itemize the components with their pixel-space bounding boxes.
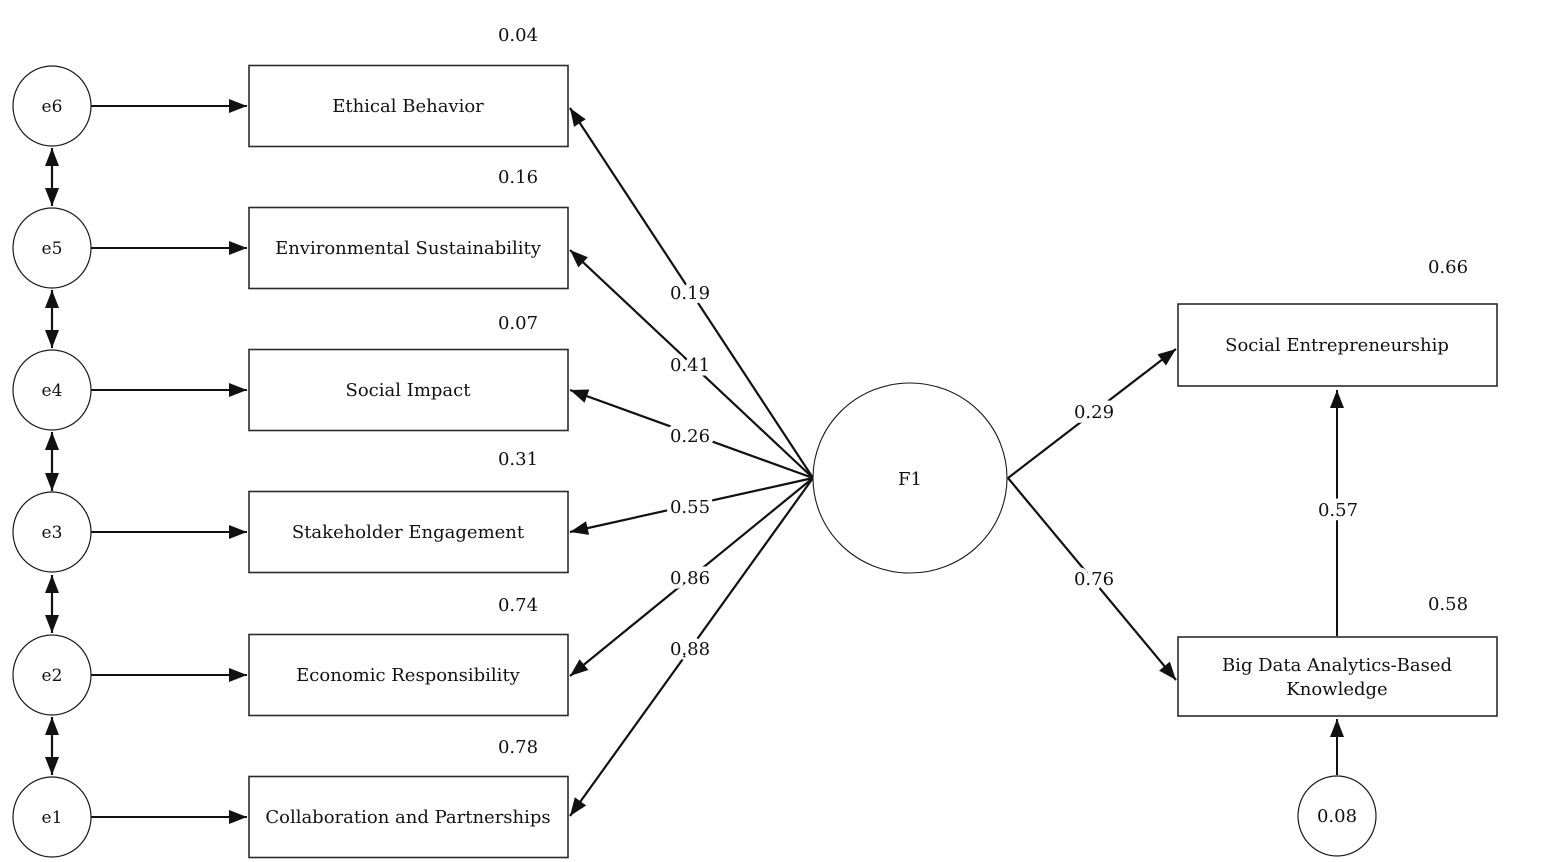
loading-label-economic-responsibility: 0.86 [670,568,710,589]
indicator-label-environmental-sustainability: Environmental Sustainability [275,238,542,259]
indicator-box-stakeholder-engagement [248,490,569,574]
loading-arrow-economic-responsibility [569,477,814,677]
loading-label-social-impact: 0.26 [670,426,710,447]
indicator-label-stakeholder-engagement: Stakeholder Engagement [292,522,525,543]
path-arrow-f1-big-data-knowledge [1007,477,1177,681]
loading-label-environmental-sustainability: 0.41 [670,355,710,376]
variance-label-big-data-knowledge: 0.58 [1428,594,1468,615]
indicator-box-environmental-sustainability [248,206,569,290]
mediation-label: 0.57 [1318,500,1358,521]
loading-arrow-social-impact [569,388,814,480]
variance-label-stakeholder-engagement: 0.31 [498,449,538,470]
path-label-f1-big-data-knowledge: 0.76 [1074,569,1114,590]
variance-label-ethical-behavior: 0.04 [498,25,538,46]
indicator-box-collaboration-partnerships [248,775,569,859]
outcome-box-social-entrepreneurship [1177,303,1498,387]
path-arrow-f1-social-entrepreneurship [1007,348,1177,479]
loading-arrow-collaboration-partnerships [569,477,814,817]
loading-label-ethical-behavior: 0.19 [670,283,710,304]
variance-label-collaboration-partnerships: 0.78 [498,737,538,758]
outcome-label-social-entrepreneurship: Social Entrepreneurship [1225,335,1449,356]
indicator-label-ethical-behavior: Ethical Behavior [332,96,484,117]
error-label-e6: e6 [42,97,63,117]
error-circle-big-data-knowledge [1297,775,1377,857]
error-label-e5: e5 [42,239,63,259]
outcome-label-big-data-knowledge-line1: Big Data Analytics-Based [1222,655,1452,676]
error-label-e3: e3 [42,523,63,543]
variance-label-economic-responsibility: 0.74 [498,595,538,616]
indicator-label-economic-responsibility: Economic Responsibility [296,665,521,686]
indicator-box-social-impact [248,348,569,432]
path-label-f1-social-entrepreneurship: 0.29 [1074,402,1114,423]
indicator-label-social-impact: Social Impact [346,380,472,401]
variance-label-social-entrepreneurship: 0.66 [1428,257,1468,278]
indicator-label-collaboration-partnerships: Collaboration and Partnerships [265,807,550,828]
loading-arrow-stakeholder-engagement [569,476,814,535]
loading-label-collaboration-partnerships: 0.88 [670,639,710,660]
variance-label-environmental-sustainability: 0.16 [498,167,538,188]
factor-label-f1: F1 [898,469,922,490]
factor-circle-f1 [812,382,1008,574]
loading-arrow-environmental-sustainability [569,249,814,479]
error-label-e2: e2 [42,666,63,686]
indicator-box-ethical-behavior [248,64,569,148]
variance-label-social-impact: 0.07 [498,313,538,334]
error-label-e4: e4 [42,381,63,401]
outcome-label-big-data-knowledge-line2: Knowledge [1286,679,1387,700]
indicator-box-economic-responsibility [248,633,569,717]
error-label-e1: e1 [42,808,63,828]
outcome-box-big-data-knowledge [1177,636,1498,717]
loading-arrow-ethical-behavior [569,107,814,479]
error-variance-label-big-data-knowledge: 0.08 [1317,806,1357,827]
loading-label-stakeholder-engagement: 0.55 [670,497,710,518]
